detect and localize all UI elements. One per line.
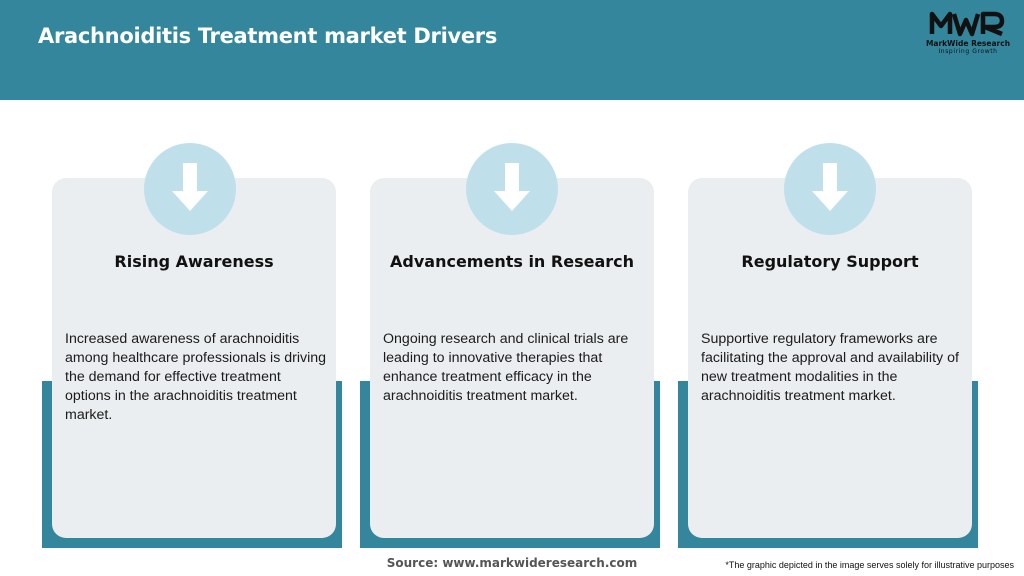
card-panel: Rising Awareness Increased awareness of … — [52, 178, 336, 538]
driver-card-rising-awareness: Rising Awareness Increased awareness of … — [42, 178, 342, 548]
header-banner: Arachnoiditis Treatment market Drivers M… — [0, 0, 1024, 100]
card-heading: Advancements in Research — [390, 252, 634, 271]
arrow-down-icon — [466, 143, 558, 235]
card-panel: Regulatory Support Supportive regulatory… — [688, 178, 972, 538]
card-description: Supportive regulatory frameworks are fac… — [701, 331, 959, 404]
mwr-logo-mark — [929, 11, 1005, 37]
illustrative-note: *The graphic depicted in the image serve… — [725, 560, 1014, 570]
driver-card-advancements-in-research: Advancements in Research Ongoing researc… — [360, 178, 660, 548]
card-description: Ongoing research and clinical trials are… — [383, 331, 629, 404]
source-citation: Source: www.markwideresearch.com — [386, 556, 638, 570]
logo-name: MarkWide Research — [925, 39, 1011, 48]
card-heading: Rising Awareness — [114, 252, 274, 271]
card-panel: Advancements in Research Ongoing researc… — [370, 178, 654, 538]
page-title: Arachnoiditis Treatment market Drivers — [38, 24, 498, 48]
arrow-down-icon — [784, 143, 876, 235]
logo-tagline: Inspiring Growth — [938, 48, 998, 55]
card-heading: Regulatory Support — [741, 252, 919, 271]
driver-card-regulatory-support: Regulatory Support Supportive regulatory… — [678, 178, 978, 548]
arrow-down-icon — [144, 143, 236, 235]
card-description: Increased awareness of arachnoiditis amo… — [65, 331, 327, 423]
logo: MarkWide Research Inspiring Growth — [922, 10, 1014, 58]
